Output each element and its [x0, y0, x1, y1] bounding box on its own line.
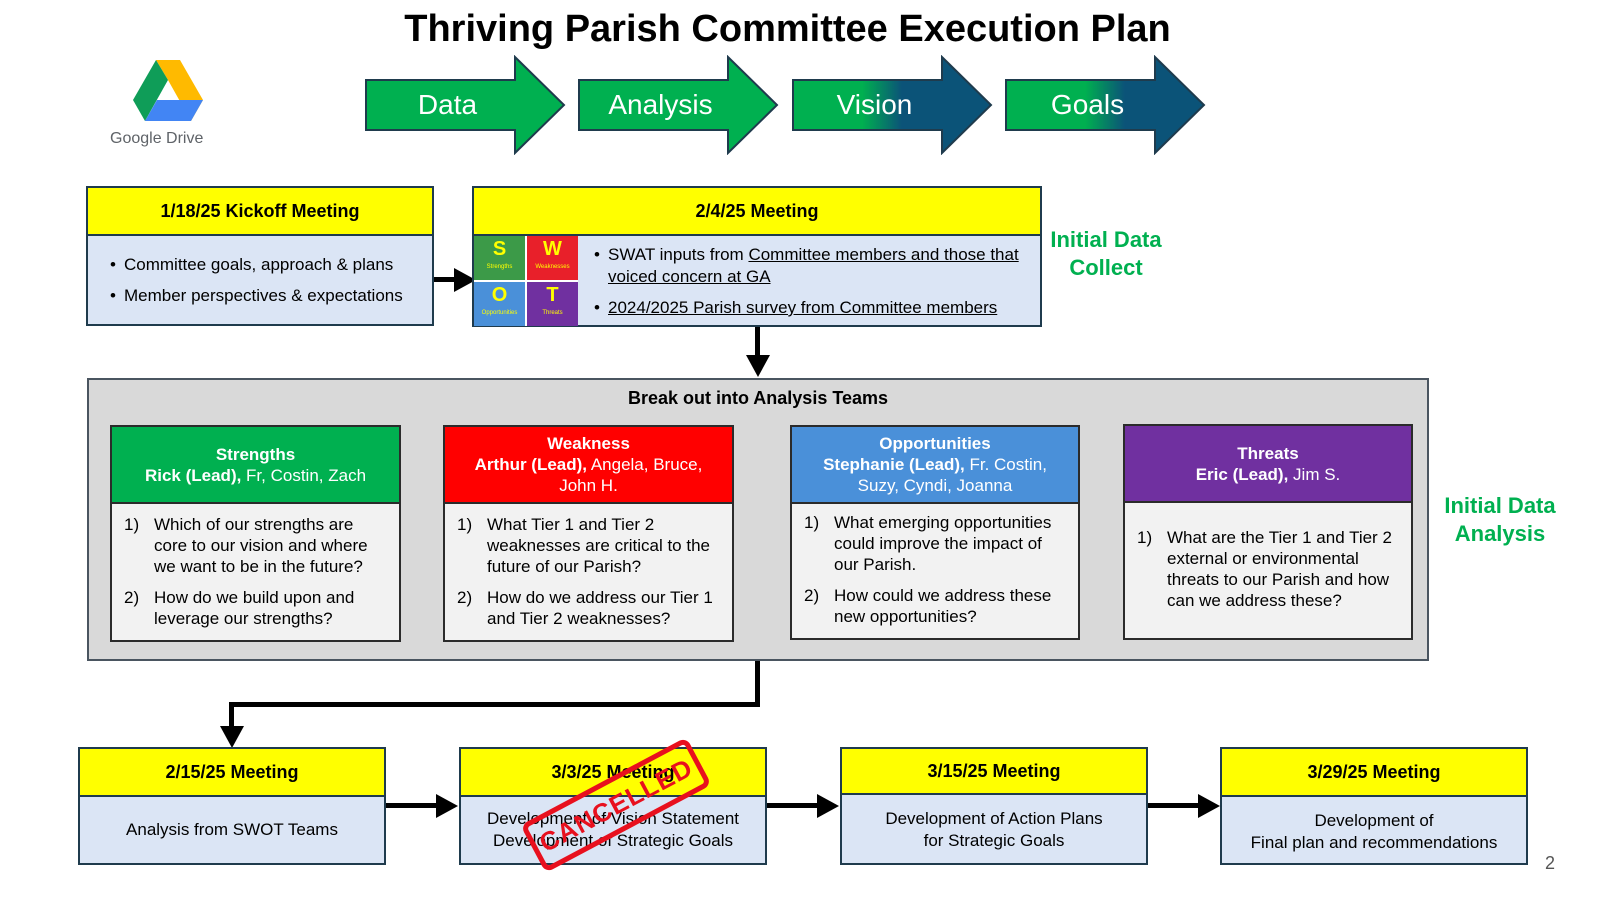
meeting-mar3-box: 3/3/25 Meeting Development of Vision Sta…: [459, 747, 767, 865]
meeting-desc: Development of Action Plans: [885, 809, 1103, 828]
meeting-desc: Final plan and recommendations: [1250, 833, 1498, 852]
google-drive-icon: [133, 60, 203, 121]
team-weakness-header: Weakness Arthur (Lead), Angela, Bruce, J…: [445, 427, 732, 504]
feb4-bullet: SWAT inputs from Committee members and t…: [594, 244, 1034, 288]
process-arrow-data: Data: [365, 54, 570, 156]
page-number: 2: [1545, 853, 1556, 873]
team-question: 2)How do we build upon and leverage our …: [124, 588, 355, 628]
google-drive-label: Google Drive: [110, 130, 204, 147]
meeting-mar29-box: 3/29/25 Meeting Development of Final pla…: [1220, 747, 1528, 865]
meeting-feb4-header: 2/4/25 Meeting: [474, 188, 1040, 236]
connector-line: [386, 803, 438, 808]
team-question: 2)How could we address these new opportu…: [804, 586, 1052, 626]
meeting-header: 3/15/25 Meeting: [842, 749, 1146, 795]
meeting-desc: Analysis from SWOT Teams: [126, 820, 338, 839]
meeting-desc: for Strategic Goals: [923, 831, 1065, 850]
process-arrow-vision: Vision: [792, 54, 997, 156]
meeting-mar15-box: 3/15/25 Meeting Development of Action Pl…: [840, 747, 1148, 865]
meeting-header: 3/29/25 Meeting: [1222, 749, 1526, 797]
process-label-analysis: Analysis: [608, 89, 713, 120]
process-arrow-analysis: Analysis: [578, 54, 783, 156]
kickoff-meeting-header: 1/18/25 Kickoff Meeting: [88, 188, 432, 236]
team-question: 2)How do we address our Tier 1 and Tier …: [457, 588, 713, 628]
meeting-feb4-box: 2/4/25 Meeting S Strengths W Weaknesses …: [472, 186, 1042, 327]
team-opportunities-header: Opportunities Stephanie (Lead), Fr. Cost…: [792, 427, 1078, 504]
meeting-feb15-box: 2/15/25 Meeting Analysis from SWOT Teams: [78, 747, 386, 865]
arrowhead-down-icon: [220, 726, 244, 748]
side-label-analysis: Initial Data Analysis: [1444, 493, 1556, 546]
swot-cell-opportunities: O Opportunities: [474, 282, 527, 326]
analysis-title: Break out into Analysis Teams: [627, 388, 889, 408]
page-title: Thriving Parish Committee Execution Plan: [404, 8, 1171, 50]
meeting-desc: Development of Vision Statement: [487, 809, 739, 828]
kickoff-bullet: Member perspectives & expectations: [110, 285, 422, 307]
swot-cell-weaknesses: W Weaknesses: [527, 236, 578, 282]
meeting-desc: Development of: [1314, 811, 1434, 830]
process-label-goals: Goals: [1050, 89, 1125, 120]
team-question: 1)What are the Tier 1 and Tier 2 externa…: [1137, 528, 1392, 610]
process-arrow-goals: Goals: [1005, 54, 1210, 156]
meeting-header: 2/15/25 Meeting: [80, 749, 384, 797]
swot-grid: S Strengths W Weaknesses O Opportunities…: [474, 236, 578, 326]
team-strengths-header: Strengths Rick (Lead), Fr, Costin, Zach: [112, 427, 399, 504]
feb4-bullet: 2024/2025 Parish survey from Committee m…: [594, 297, 1034, 319]
arrowhead-right-icon: [817, 794, 839, 818]
team-question: 1)Which of our strengths are core to our…: [124, 515, 368, 576]
process-label-vision: Vision: [836, 89, 913, 120]
process-label-data: Data: [417, 89, 478, 120]
side-label-collect: Initial Data Collect: [1050, 227, 1162, 280]
connector-line: [767, 803, 819, 808]
team-threats-card: Threats Eric (Lead), Jim S. 1)What are t…: [1123, 424, 1413, 640]
connector-line: [755, 661, 760, 707]
swot-cell-strengths: S Strengths: [474, 236, 527, 282]
connector-line: [229, 702, 760, 707]
team-opportunities-card: Opportunities Stephanie (Lead), Fr. Cost…: [790, 425, 1080, 640]
connector-line: [755, 327, 760, 359]
connector-line: [434, 277, 458, 282]
arrowhead-right-icon: [1198, 794, 1220, 818]
team-weakness-card: Weakness Arthur (Lead), Angela, Bruce, J…: [443, 425, 734, 642]
connector-line: [1148, 803, 1200, 808]
kickoff-meeting-box: 1/18/25 Kickoff Meeting Committee goals,…: [86, 186, 434, 326]
swot-cell-threats: T Threats: [527, 282, 578, 326]
connector-line: [229, 702, 234, 728]
team-threats-header: Threats Eric (Lead), Jim S.: [1125, 426, 1411, 503]
meeting-header: 3/3/25 Meeting: [461, 749, 765, 797]
team-question: 1)What Tier 1 and Tier 2 weaknesses are …: [457, 515, 710, 576]
team-question: 1)What emerging opportunities could impr…: [804, 513, 1052, 574]
arrowhead-right-icon: [436, 794, 458, 818]
arrowhead-down-icon: [746, 355, 770, 377]
kickoff-bullet: Committee goals, approach & plans: [110, 254, 422, 276]
arrowhead-right-icon: [454, 268, 476, 292]
meeting-desc: Development of Strategic Goals: [492, 831, 733, 850]
team-strengths-card: Strengths Rick (Lead), Fr, Costin, Zach …: [110, 425, 401, 642]
